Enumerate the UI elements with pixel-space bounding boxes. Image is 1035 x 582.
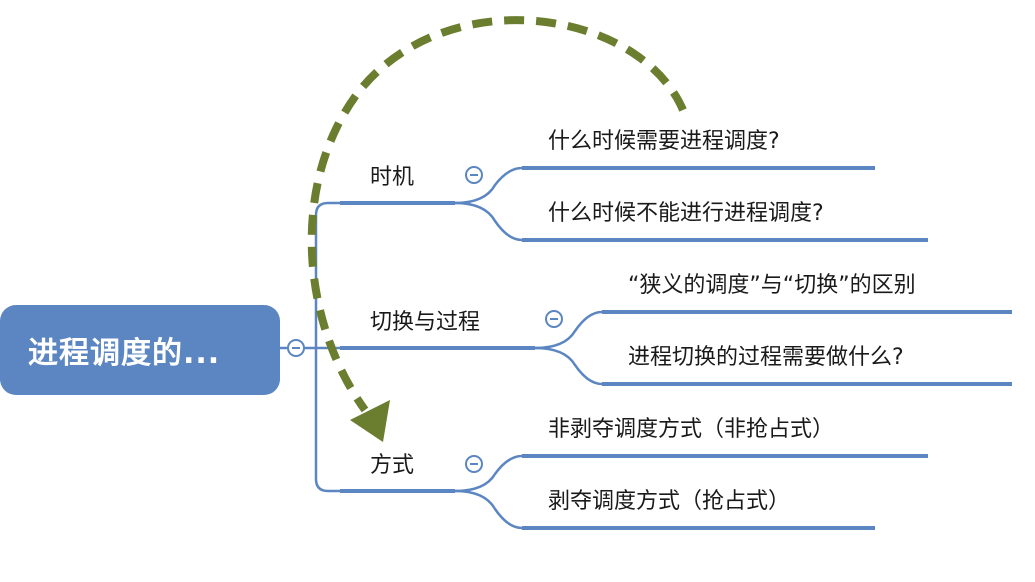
branch-1-connector [454, 201, 928, 242]
curved-dashed-arrow-icon [307, 16, 687, 442]
branch-1-collapse-button[interactable] [465, 166, 483, 184]
branch-1-connector [454, 166, 875, 205]
trunk-to-branch-1 [314, 201, 340, 348]
leaf-node[interactable]: 进程切换的过程需要做什么? [628, 345, 904, 370]
branch-label-switching[interactable]: 切换与过程 [370, 310, 481, 335]
root-collapse-button[interactable] [287, 339, 305, 357]
root-node[interactable]: 进程调度的... [0, 305, 280, 395]
trunk-to-branch-3 [314, 348, 340, 493]
branch-2-collapse-button[interactable] [545, 310, 563, 328]
branch-label-timing[interactable]: 时机 [370, 165, 415, 190]
branch-2-connector [534, 346, 1012, 386]
branch-3-collapse-button[interactable] [465, 455, 483, 473]
branch-label-mode[interactable]: 方式 [370, 453, 415, 478]
branch-2-connector [534, 310, 1012, 350]
leaf-node[interactable]: 什么时候需要进程调度? [548, 129, 780, 154]
leaf-node[interactable]: 剥夺调度方式（抢占式） [548, 489, 791, 514]
leaf-node[interactable]: “狭义的调度”与“切换”的区别 [628, 273, 916, 298]
branch-3-connector [454, 454, 928, 493]
root-node-label: 进程调度的... [28, 336, 221, 371]
leaf-node[interactable]: 什么时候不能进行进程调度? [548, 201, 824, 226]
leaf-node[interactable]: 非剥夺调度方式（非抢占式） [548, 417, 835, 442]
branch-3-connector [454, 489, 875, 530]
